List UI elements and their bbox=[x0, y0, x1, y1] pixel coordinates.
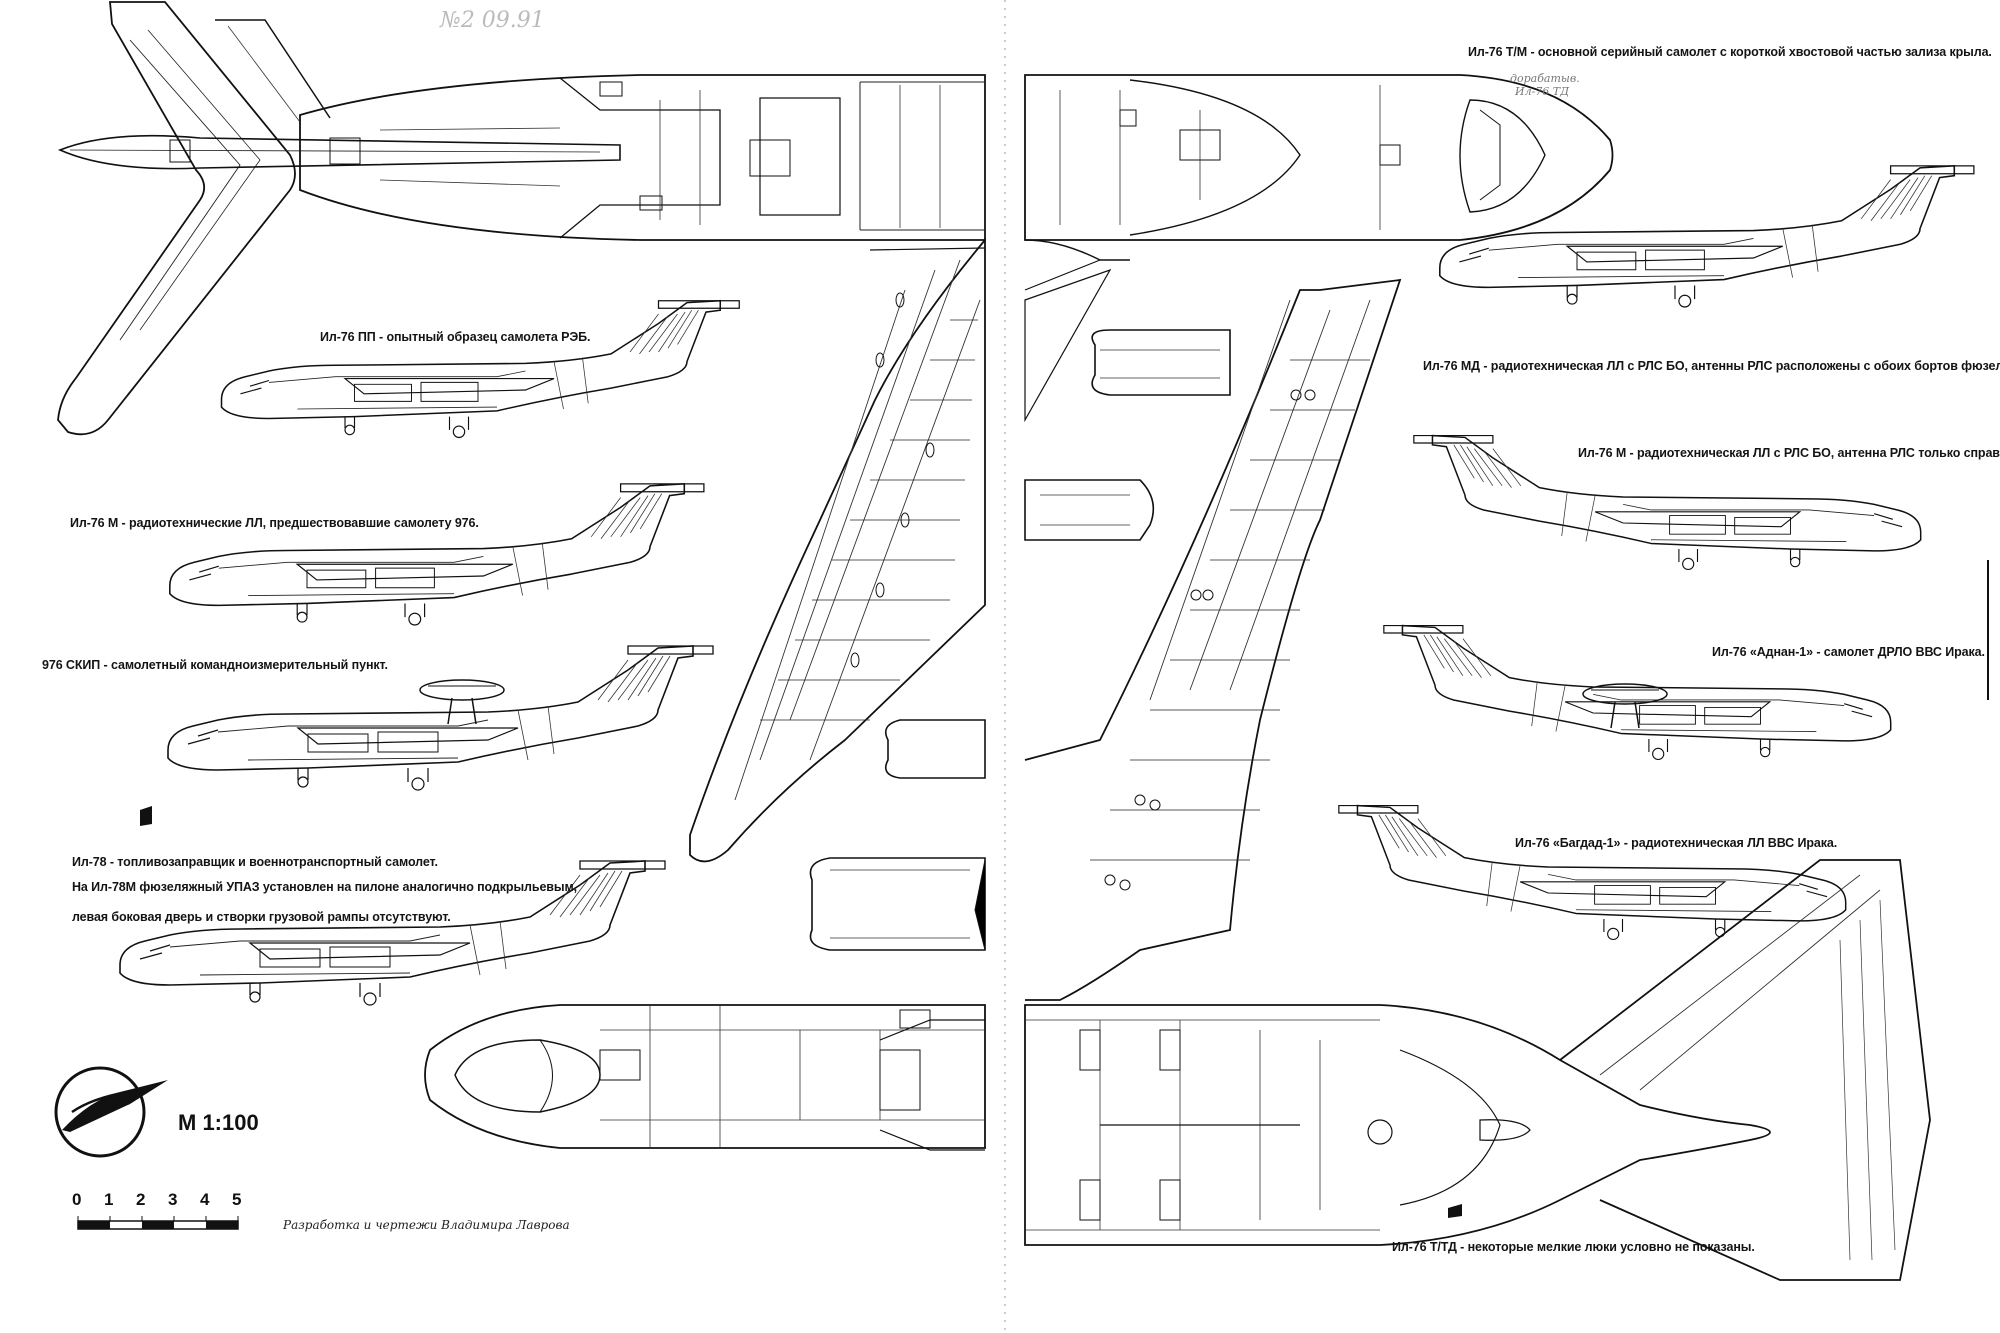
right-wing-plan-view bbox=[1024, 268, 1402, 1001]
header-note: Ил-76 Т/М - основной серийный самолет с … bbox=[1468, 45, 1992, 59]
caption-il76md: Ил-76 МД - радиотехническая ЛЛ с РЛС БО,… bbox=[1423, 359, 2000, 373]
caption-il78-note-2: левая боковая дверь и створки грузовой р… bbox=[72, 910, 451, 924]
caption-il78: Ил-78 - топливозаправщик и военнотранспо… bbox=[72, 855, 438, 869]
nose-plan-view bbox=[1024, 74, 1614, 291]
caption-il78-note-1: На Ил-78М фюзеляжный УПАЗ установлен на … bbox=[72, 880, 577, 894]
rear-fuselage-right-plan-view bbox=[1024, 859, 1931, 1281]
caption-il76pp: Ил-76 ПП - опытный образец самолета РЭБ. bbox=[320, 330, 591, 344]
variant-il76m-ll-side bbox=[169, 483, 705, 626]
left-wing-plan-view bbox=[689, 237, 986, 951]
scale-bar bbox=[77, 1216, 239, 1230]
scale-label: М 1:100 bbox=[178, 1110, 259, 1135]
variant-il76md-side bbox=[1439, 165, 1975, 308]
caption-baghdad1: Ил-76 «Багдад-1» - радиотехническая ЛЛ В… bbox=[1515, 836, 1838, 850]
scale-digit-5: 5 bbox=[232, 1190, 242, 1209]
author-credit: Разработка и чертежи Владимира Лаврова bbox=[283, 1218, 570, 1232]
rear-fuselage-plan-view bbox=[299, 74, 986, 241]
caption-adnan1: Ил-76 «Аднан-1» - самолет ДРЛО ВВС Ирака… bbox=[1712, 645, 1985, 659]
caption-976: 976 СКИП - самолетный командноизмеритель… bbox=[42, 658, 388, 672]
caption-il76m-right: Ил-76 М - радиотехническая ЛЛ с РЛС БО, … bbox=[1578, 446, 2000, 460]
tail-plan-view bbox=[57, 1, 621, 436]
scale-digit-3: 3 bbox=[168, 1190, 178, 1209]
scale-digit-0: 0 bbox=[72, 1190, 82, 1209]
ilyushin-logo bbox=[54, 1066, 168, 1158]
scale-digit-1: 1 bbox=[104, 1190, 114, 1209]
handwritten-note-top-left: №2 09.91 bbox=[440, 8, 545, 33]
handwritten-note-top-right-a: дорабатыв. bbox=[1510, 72, 1580, 85]
variant-baghdad1-side bbox=[1338, 804, 1847, 941]
handwritten-note-top-right-b: Ил-76 ТД bbox=[1515, 85, 1570, 98]
scale-digit-2: 2 bbox=[136, 1190, 146, 1209]
footer-note: Ил-76 Т/ТД - некоторые мелкие люки услов… bbox=[1392, 1240, 1755, 1254]
variant-il76pp-side bbox=[220, 299, 741, 439]
scale-digit-4: 4 bbox=[200, 1190, 210, 1209]
caption-il76m-ll: Ил-76 М - радиотехнические ЛЛ, предшеств… bbox=[70, 516, 479, 530]
front-fuselage-plan-view bbox=[424, 1004, 986, 1151]
